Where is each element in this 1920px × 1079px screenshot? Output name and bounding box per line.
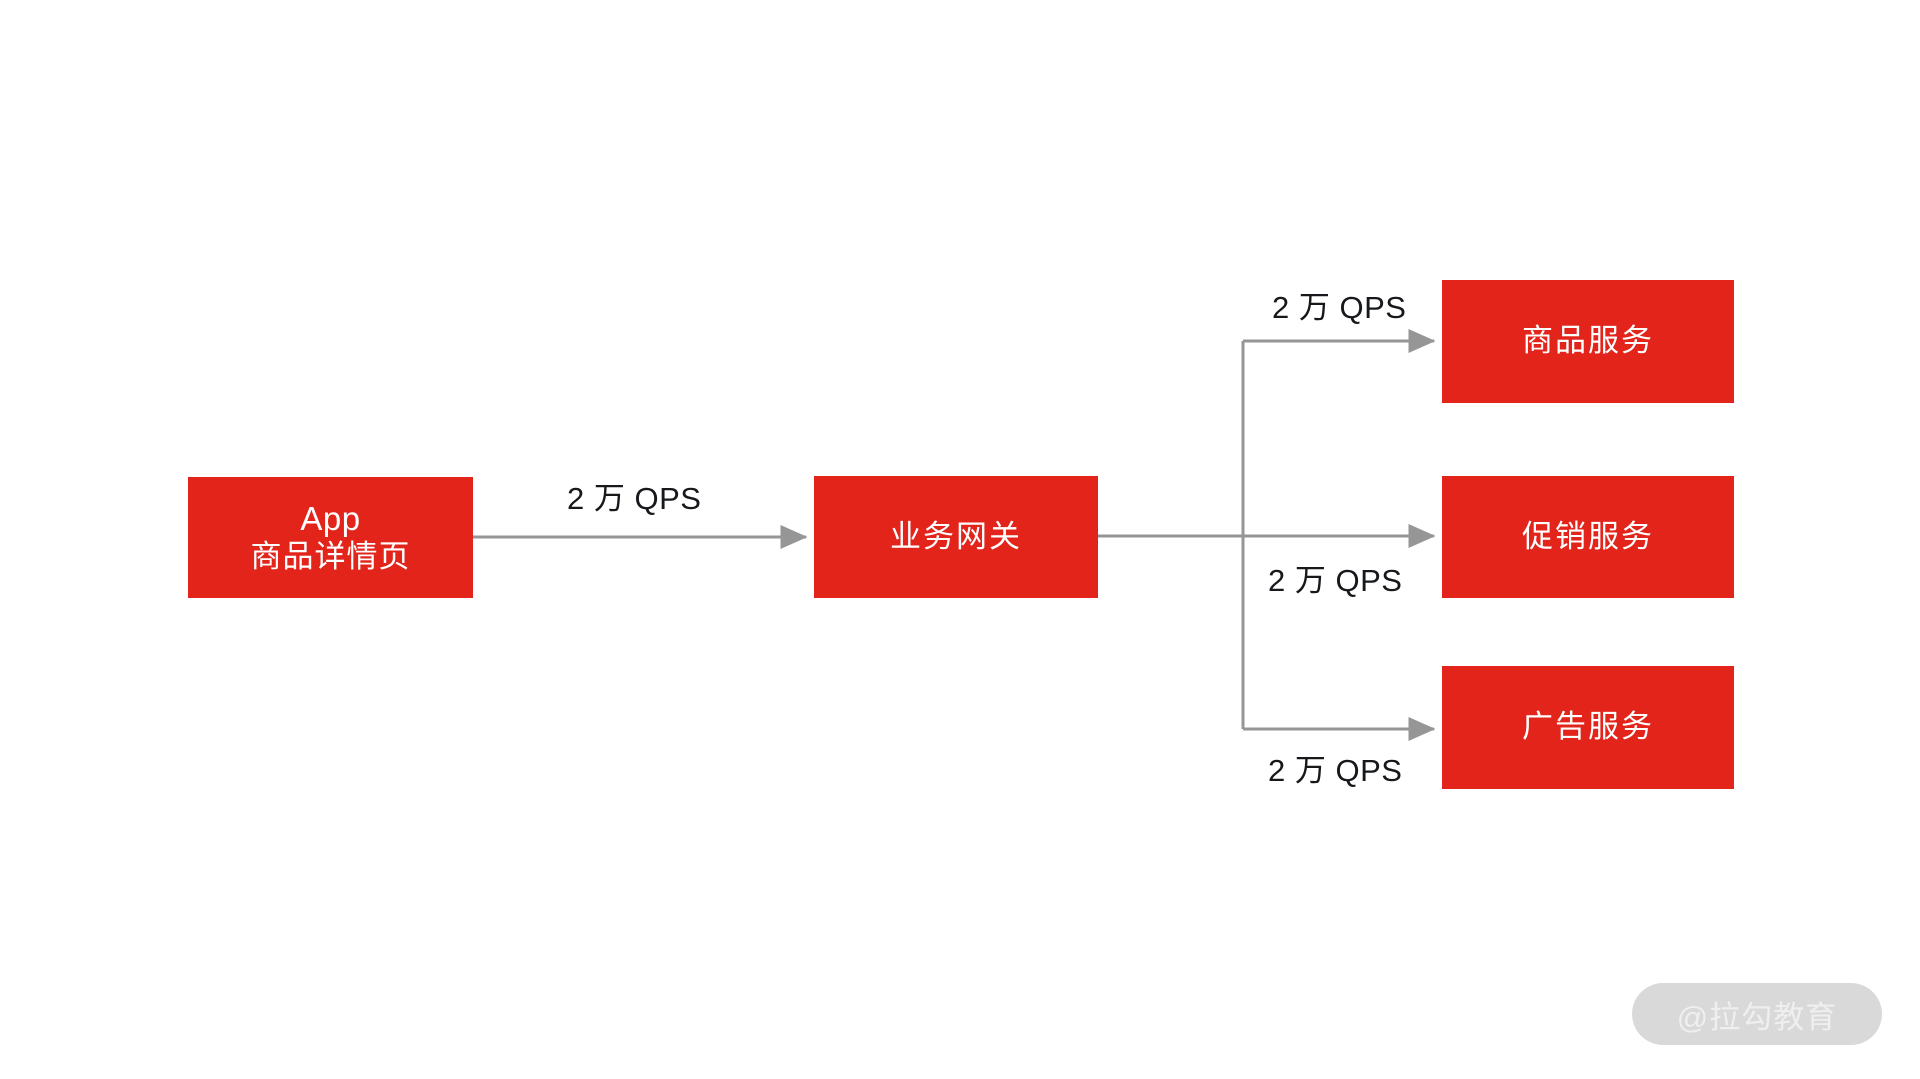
node-gateway[interactable]: 业务网关 [814, 476, 1098, 598]
node-ad-service[interactable]: 广告服务 [1442, 666, 1734, 789]
node-promotion-service-label: 促销服务 [1522, 518, 1654, 554]
node-ad-service-label: 广告服务 [1522, 709, 1654, 745]
edge-label-app-to-gateway: 2 万 QPS [567, 481, 702, 516]
node-app-line1: App [300, 499, 361, 537]
edge-label-gateway-to-product: 2 万 QPS [1272, 290, 1407, 325]
edge-label-gateway-to-promotion: 2 万 QPS [1268, 563, 1403, 598]
node-promotion-service[interactable]: 促销服务 [1442, 476, 1734, 598]
watermark-text: @拉勾教育 [1676, 999, 1838, 1035]
node-product-service-label: 商品服务 [1522, 323, 1654, 359]
node-product-service[interactable]: 商品服务 [1442, 280, 1734, 403]
watermark: @拉勾教育 [1632, 983, 1882, 1045]
node-gateway-label: 业务网关 [890, 518, 1022, 554]
node-app[interactable]: App 商品详情页 [188, 477, 473, 598]
edge-label-gateway-to-ad: 2 万 QPS [1268, 753, 1403, 788]
node-app-line2: 商品详情页 [250, 538, 411, 574]
